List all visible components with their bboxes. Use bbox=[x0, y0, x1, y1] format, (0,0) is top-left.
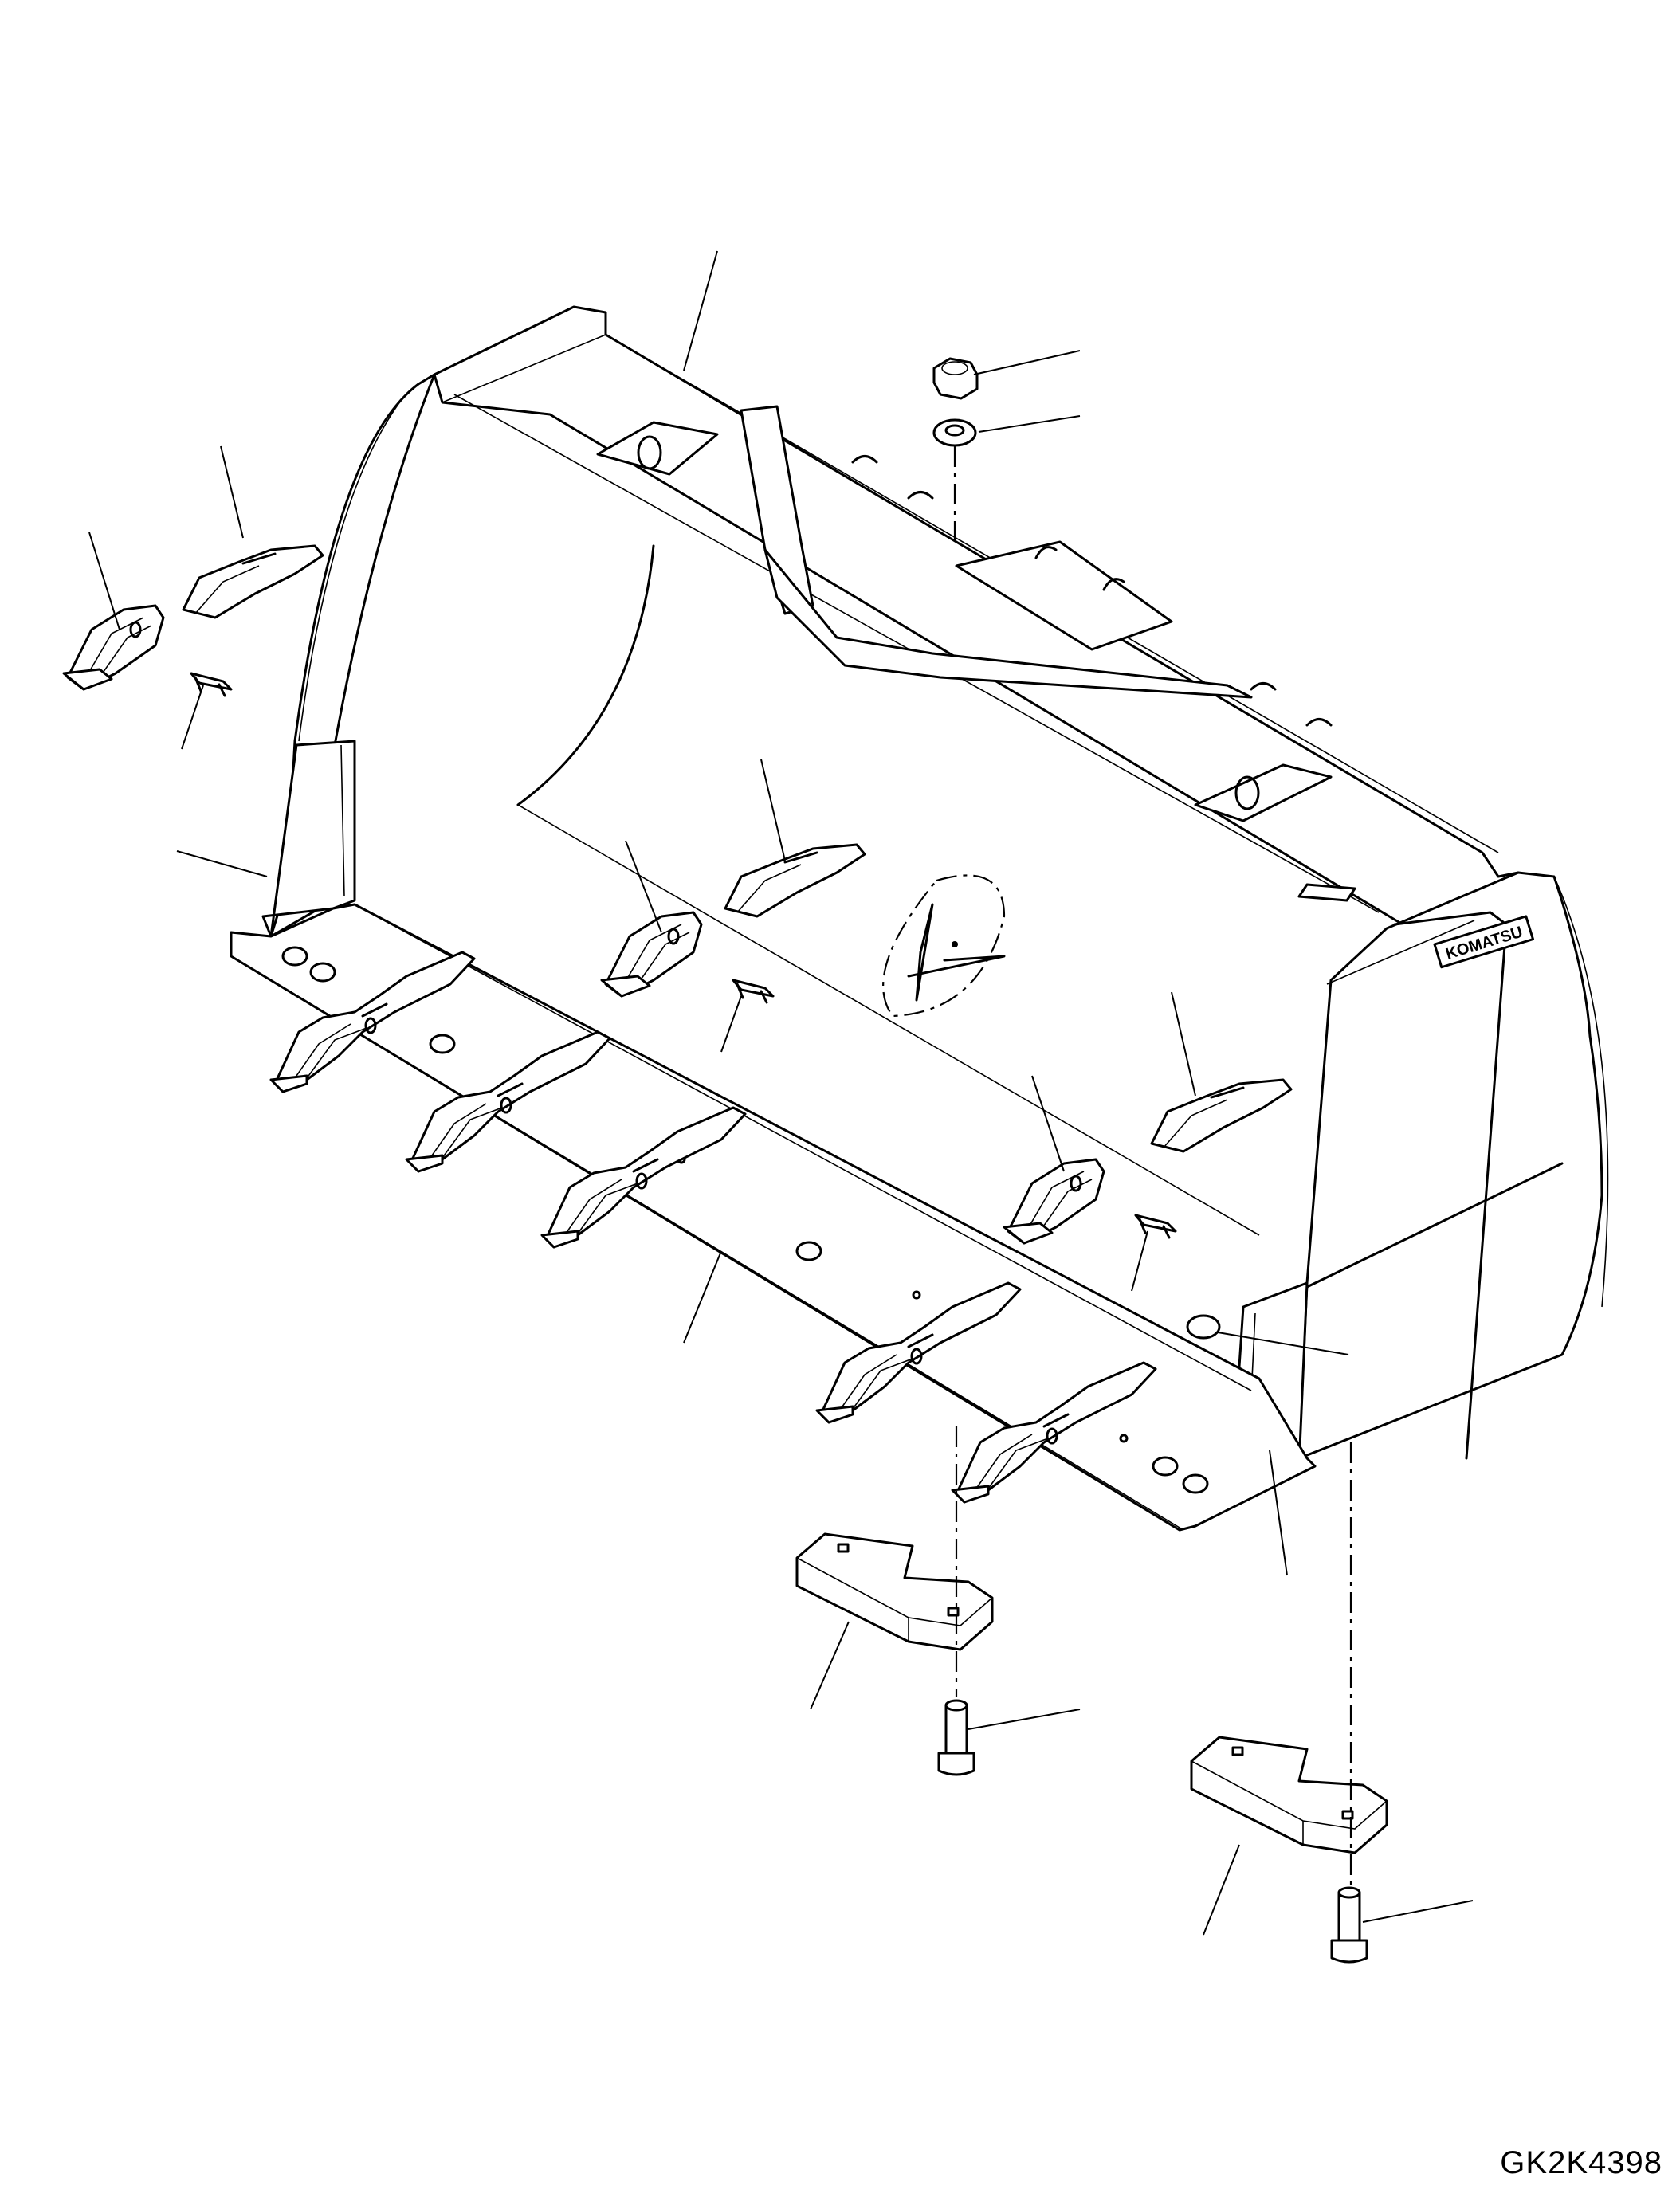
tooth-point-loose-center bbox=[724, 843, 866, 918]
bolt-right bbox=[1330, 1886, 1368, 1964]
bucket-body: KOMATSU bbox=[230, 305, 1609, 1532]
figure-code: GK2K4398 bbox=[1500, 2145, 1662, 2180]
bolt-center bbox=[937, 1699, 975, 1776]
adapter-loose-right bbox=[1003, 1158, 1105, 1245]
pin-loose-center bbox=[732, 979, 775, 1004]
assembly-axes bbox=[953, 446, 1352, 1885]
leader-lines bbox=[88, 250, 1474, 1936]
shim-plate-right bbox=[1190, 1736, 1388, 1854]
adapter-loose-topleft bbox=[62, 604, 165, 691]
nut bbox=[932, 357, 979, 400]
pin-loose-right bbox=[1134, 1214, 1177, 1239]
adapter-loose-center bbox=[600, 911, 703, 998]
tooth-point-loose-topleft bbox=[182, 544, 324, 619]
pin-loose-topleft bbox=[190, 672, 233, 697]
washer bbox=[932, 418, 977, 447]
tooth-point-loose-right bbox=[1150, 1078, 1293, 1153]
shim-plate-center bbox=[795, 1532, 994, 1651]
